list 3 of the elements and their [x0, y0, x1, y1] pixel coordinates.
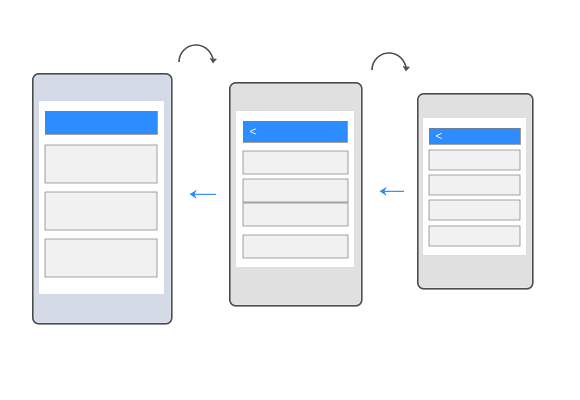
header-bar: < — [429, 128, 521, 145]
header-bar: < — [243, 121, 348, 143]
header-bar — [45, 111, 158, 135]
